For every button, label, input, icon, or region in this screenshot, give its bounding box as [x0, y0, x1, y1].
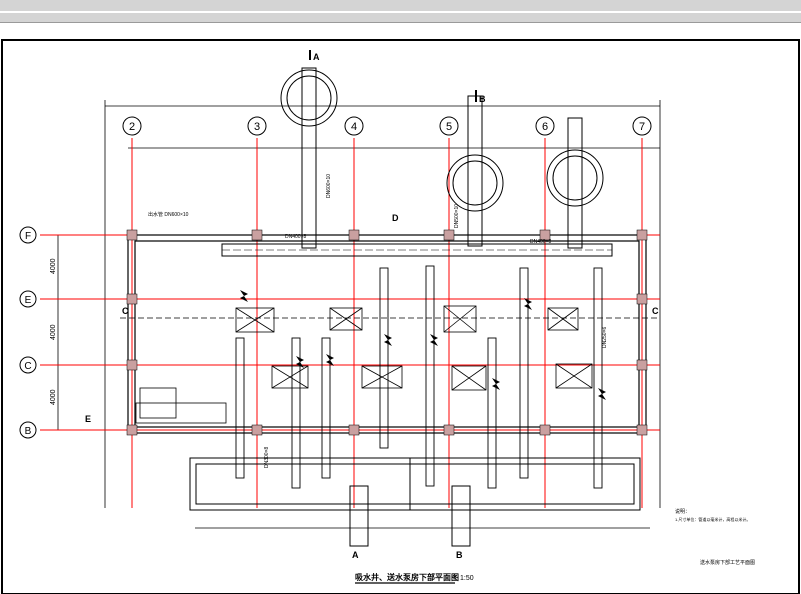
side-title: 送水泵房下部工艺平面图 [700, 559, 755, 566]
sheet-frame [1, 39, 800, 594]
axis-bubble-4 [344, 116, 364, 136]
section-D: D [392, 213, 399, 223]
axis-bubble-E [19, 290, 37, 308]
plan-drawing: 2 3 4 5 6 7 F E C B 4000 4000 4000 [1, 39, 800, 594]
row-spacing-2: 4000 [50, 324, 57, 340]
pipe-label-header-2: DN400×8 [530, 239, 551, 245]
axis-label-4: 4 [351, 121, 357, 133]
building-walls [120, 234, 660, 434]
axis-label-7: 7 [639, 121, 645, 133]
axis-bubble-7 [632, 116, 652, 136]
column-axis-bubbles [122, 116, 652, 136]
row-spacing-3: 4000 [50, 389, 57, 405]
section-E: E [85, 414, 91, 424]
pipe-labels: DN600×10 DN500×10 DN400×8 DN400×8 DN300×… [148, 174, 608, 468]
axis-label-2: 2 [129, 121, 135, 133]
section-A-top: A [313, 52, 320, 62]
discharge-pipes [301, 67, 583, 249]
axis-label-C: C [24, 361, 31, 372]
dimension-lines [50, 100, 661, 529]
axis-label-6: 6 [542, 121, 548, 133]
axis-bubble-6 [535, 116, 555, 136]
axis-bubble-C [19, 356, 37, 374]
drawing-scale: 1:50 [460, 575, 474, 582]
axis-label-5: 5 [446, 121, 452, 133]
pump-units [235, 305, 593, 391]
header-pipe [221, 243, 613, 257]
left-annex [135, 387, 227, 424]
section-B-bottom: B [456, 550, 463, 560]
section-C-right: C [652, 306, 659, 316]
pipe-label-suction: DN300×8 [264, 447, 270, 468]
pipe-label-b: DN500×10 [454, 204, 460, 228]
viewer-toolbar [0, 0, 801, 23]
pipe-label-small: DN250×6 [602, 327, 608, 348]
structural-columns [126, 229, 648, 436]
pipe-label-main: DN600×10 [326, 174, 332, 198]
axis-grid [40, 138, 660, 508]
section-markers: A B D C C E A B [85, 50, 659, 560]
row-spacing-1: 4000 [50, 258, 57, 274]
valve-symbols [240, 290, 606, 400]
axis-label-F: F [25, 231, 31, 242]
axis-bubble-5 [439, 116, 459, 136]
drawing-title: 吸水井、送水泵房下部平面图 [355, 572, 459, 582]
axis-bubble-B [19, 421, 37, 439]
toolbar-divider [0, 11, 801, 13]
notes-line: 1.尺寸单位：管道以毫米计，高程以米计。 [675, 516, 750, 522]
pipe-label-header: DN400×8 [285, 234, 306, 240]
annotation-left: 出水管 DN600×10 [148, 211, 189, 218]
suction-pipes [235, 265, 603, 489]
drawing-sheet: 2 3 4 5 6 7 F E C B 4000 4000 4000 [0, 38, 801, 594]
axis-bubble-3 [247, 116, 267, 136]
axis-label-B: B [25, 426, 32, 437]
section-A-bottom: A [352, 550, 359, 560]
axis-label-E: E [25, 295, 32, 306]
notes-heading: 说明： [675, 508, 690, 515]
suction-sump [189, 457, 641, 547]
section-B-top: B [479, 94, 486, 104]
axis-bubble-F [19, 226, 37, 244]
row-axis-bubbles [19, 226, 37, 439]
pump-wells [280, 69, 604, 212]
section-C-left: C [122, 306, 129, 316]
axis-label-3: 3 [254, 121, 260, 133]
axis-bubble-2 [122, 116, 142, 136]
